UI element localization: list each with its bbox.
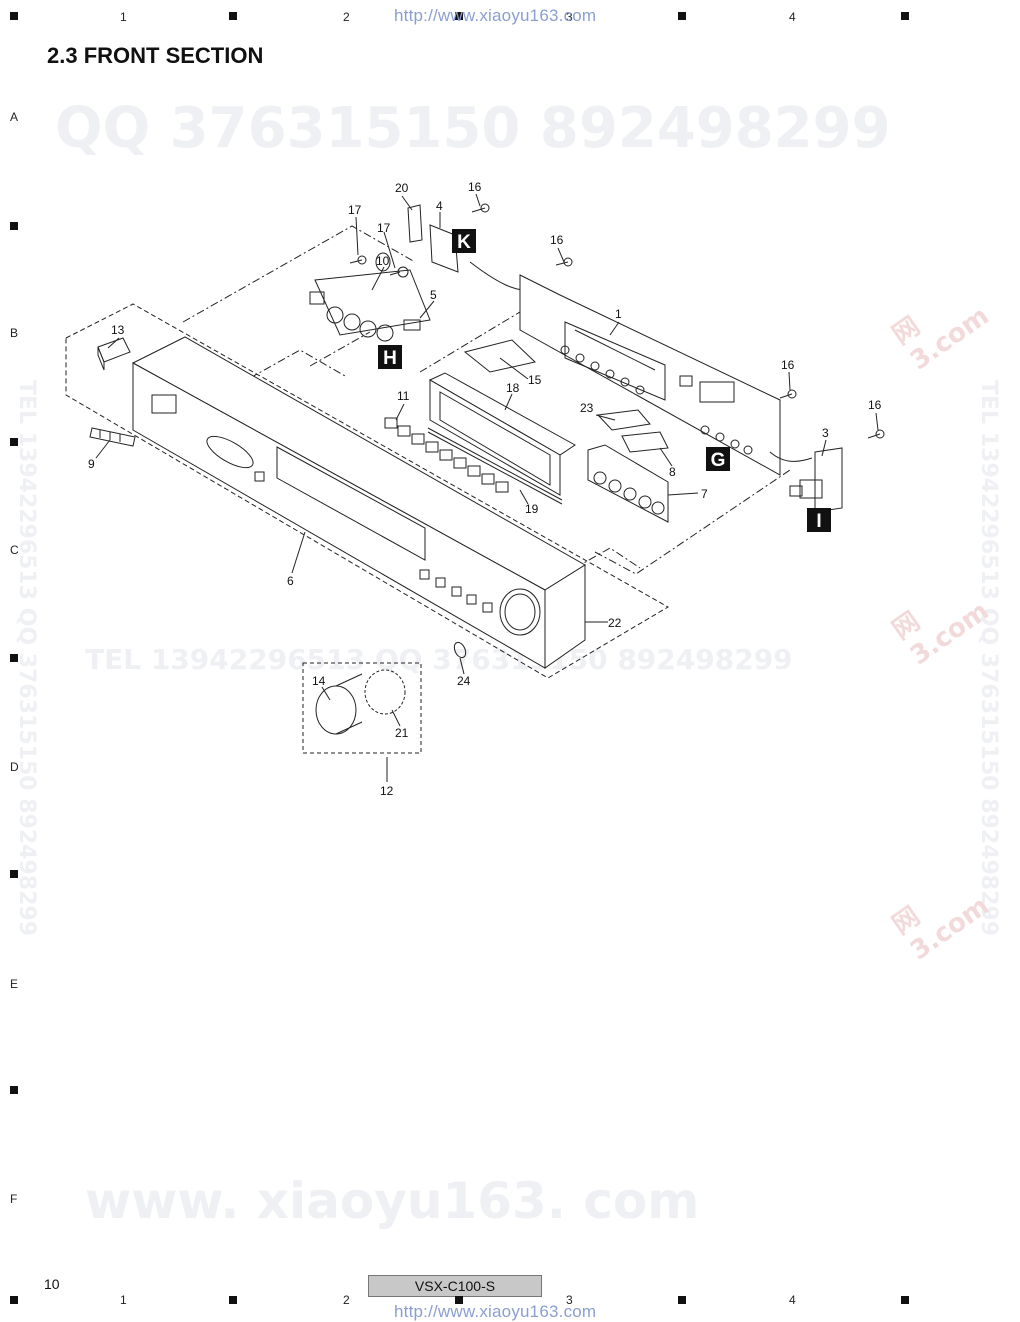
grid-marker	[901, 12, 909, 20]
grid-marker	[678, 12, 686, 20]
part-label-10: 10	[376, 254, 390, 268]
part-label-20: 20	[395, 181, 409, 195]
board-badge-k	[452, 229, 476, 253]
grid-row-b: B	[10, 326, 19, 340]
watermark-side-left: TEL 13942296513 QQ 376315150 892498299	[14, 380, 39, 937]
watermark-qq: QQ 376315150 892498299	[55, 96, 891, 161]
part-24-oring	[453, 641, 467, 659]
part-label-19: 19	[525, 502, 539, 516]
part-label-6: 6	[287, 574, 294, 588]
grid-marker	[10, 1086, 18, 1094]
grid-marker	[901, 1296, 909, 1304]
board-badge-i	[807, 508, 831, 532]
part-label-17: 17	[348, 203, 362, 217]
grid-marker	[10, 1296, 18, 1304]
part-label-4: 4	[436, 199, 443, 213]
part-label-18: 18	[506, 381, 520, 395]
main-board	[519, 274, 781, 476]
board-letter-g: G	[711, 450, 726, 471]
grid-column-1: 1	[120, 1293, 127, 1307]
part-label-14: 14	[312, 674, 326, 688]
part-label-3: 3	[822, 426, 829, 440]
grid-column-1: 1	[120, 10, 127, 24]
grid-marker	[455, 1296, 463, 1304]
grid-column-4: 4	[789, 1293, 796, 1307]
section-title: 2.3 FRONT SECTION	[47, 43, 264, 68]
part-label-8: 8	[669, 465, 676, 479]
board-k-assembly	[407, 204, 526, 291]
part-15-flat-cable	[463, 339, 537, 373]
header-url-link[interactable]: http://www.xiaoyu163.com	[394, 6, 597, 25]
footer-url-link[interactable]: http://www.xiaoyu163.com	[394, 1302, 597, 1321]
part-label-16: 16	[468, 180, 482, 194]
grid-row-e: E	[10, 977, 19, 991]
board-letter-h: H	[383, 348, 397, 369]
part-23-flat-cable	[596, 409, 651, 431]
grid-row-f: F	[10, 1192, 18, 1206]
part-label-16: 16	[550, 233, 564, 247]
watermark-side-right: TEL 13942296513 QQ 376315150 892498299	[976, 380, 1001, 937]
part-8-flat-cable	[621, 431, 669, 453]
grid-marker	[229, 12, 237, 20]
grid-marker	[455, 12, 463, 20]
part-label-11: 11	[397, 389, 410, 403]
board-badges: K H G I	[378, 229, 831, 532]
button-strip	[384, 417, 509, 493]
part-13-knob-cap	[97, 337, 131, 371]
watermark-tel: TEL 13942296513 QQ 376315150 892498299	[85, 643, 793, 676]
grid-marker	[10, 654, 18, 662]
grid-column-4: 4	[789, 10, 796, 24]
board-letter-k: K	[457, 232, 471, 253]
part-label-5: 5	[430, 288, 437, 302]
grid-column-2: 2	[343, 10, 350, 24]
board-h-assembly	[309, 269, 431, 342]
grid-column-3: 3	[566, 1293, 573, 1307]
part-label-16: 16	[781, 358, 795, 372]
part-label-12: 12	[380, 784, 394, 798]
page-number: 10	[44, 1276, 60, 1292]
grid-row-d: D	[10, 760, 19, 774]
part-label-13: 13	[111, 323, 125, 337]
watermark-site: www. xiaoyu163. com	[85, 1172, 700, 1230]
grid-marker	[10, 438, 18, 446]
part-label-23: 23	[580, 401, 594, 415]
part-label-1: 1	[615, 307, 622, 321]
grid-marker	[229, 1296, 237, 1304]
part-label-16: 16	[868, 398, 882, 412]
board-i-volume-pot	[769, 447, 843, 513]
grid-marker	[678, 1296, 686, 1304]
front-panel	[131, 336, 586, 669]
grid-marker	[10, 12, 18, 20]
part-label-21: 21	[395, 726, 409, 740]
board-letter-i: I	[816, 511, 821, 532]
part-7-key-board	[587, 444, 669, 523]
part-label-17: 17	[377, 221, 391, 235]
grid-row-c: C	[10, 543, 19, 557]
board-badge-h	[378, 345, 402, 369]
part-9-bracket	[89, 427, 136, 447]
part-label-7: 7	[701, 487, 708, 501]
grid-marker	[10, 222, 18, 230]
display-window	[427, 372, 576, 505]
grid-marker	[10, 870, 18, 878]
leader-lines	[95, 193, 879, 782]
grid-row-a: A	[10, 110, 19, 124]
grid-column-3: 3	[566, 10, 573, 24]
model-name-box: VSX-C100-S	[368, 1275, 542, 1297]
board-badge-g	[706, 447, 730, 471]
part-label-22: 22	[608, 616, 622, 630]
knob-group-12	[302, 662, 422, 754]
part-labels: 20 4 16 17 17 10 5 16 1 13 9 15 18 11 19…	[88, 180, 882, 798]
part-label-15: 15	[528, 373, 542, 387]
grid-column-2: 2	[343, 1293, 350, 1307]
part-label-24: 24	[457, 674, 471, 688]
part-label-9: 9	[88, 457, 95, 471]
